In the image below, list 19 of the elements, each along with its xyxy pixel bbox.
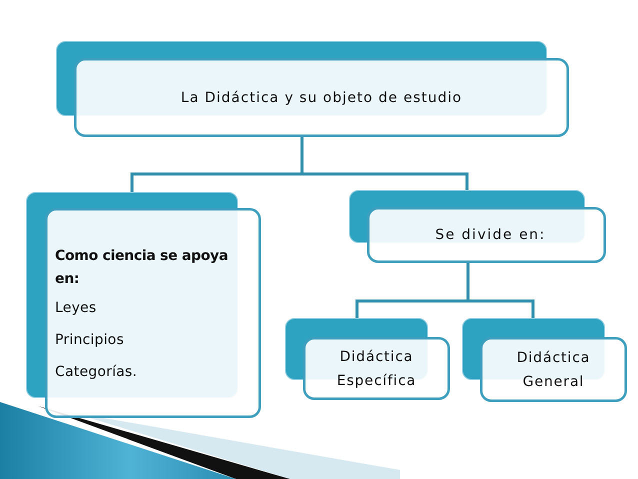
connector-line [302,172,468,190]
list-heading: Como ciencia se apoya en: [55,247,230,289]
connector-line [466,263,470,301]
box-label: La Didáctica y su objeto de estudio [180,88,462,108]
tabbed-box [462,318,627,402]
box-label: Didáctica General [516,348,592,392]
tabbed-box [26,192,261,418]
connector-line [468,300,534,318]
tabbed-box [285,318,450,400]
list-item: Leyes [55,299,98,318]
tabbed-box [349,190,606,263]
connector-line [130,172,302,192]
list-item: Principios [55,331,125,350]
connector-line [356,300,468,318]
connector-line [300,137,304,174]
box-label: Se divide en: [435,226,546,245]
list-item: Categorías. [55,363,138,382]
box-label: Didáctica Específica [336,348,418,390]
tabbed-box [56,41,569,137]
